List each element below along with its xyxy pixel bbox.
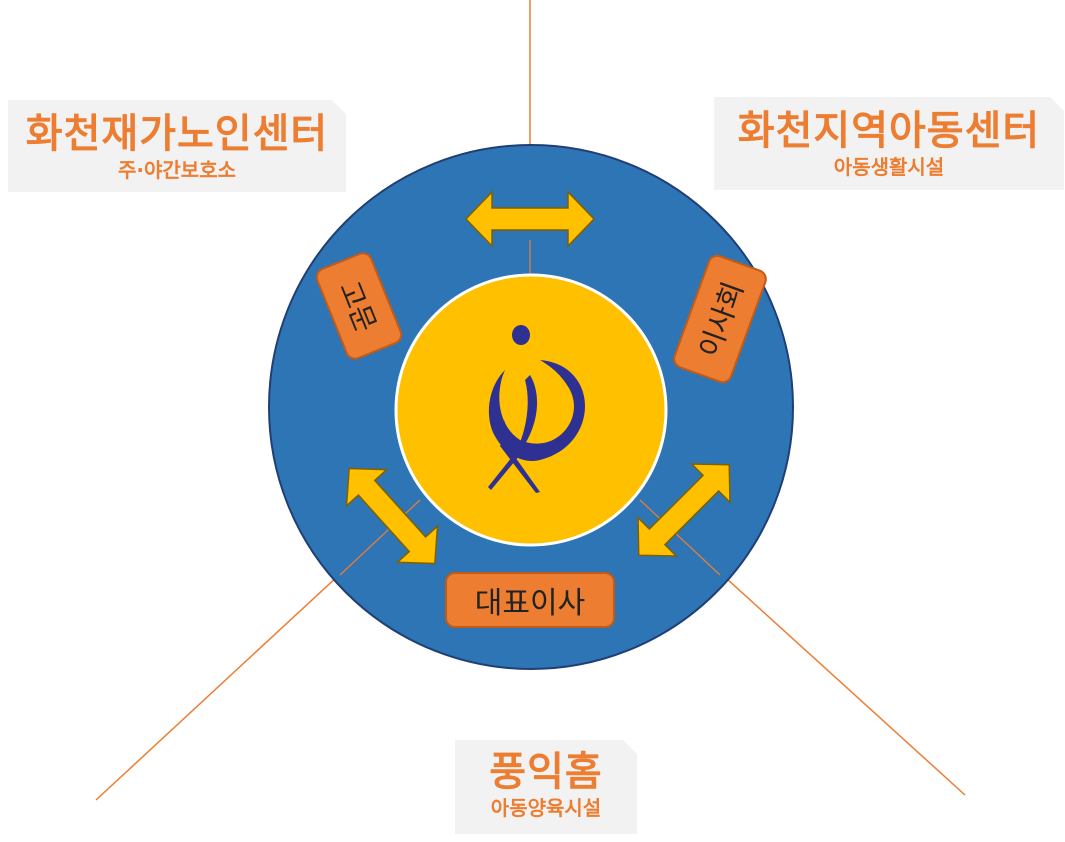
org-left-title: 화천재가노인센터 [25,111,329,157]
org-label-bottom: 풍익홈 아동양육시설 [455,740,637,834]
org-right-title: 화천지역아동센터 [737,108,1041,154]
connector-line-br-inner [639,499,721,576]
double-arrow-left-icon [345,467,439,565]
connector-line-bl-inner [339,499,421,576]
double-arrow-right-icon [637,463,731,557]
org-right-subtitle: 아동생활시설 [833,155,945,179]
role-ceo-label: 대표이사 [474,586,586,621]
org-left-subtitle: 주·야간보호소 [118,158,236,182]
person-swirl-logo-icon [488,325,585,493]
role-advisor-label: 고문 [332,276,383,337]
double-arrow-top-icon [464,190,596,248]
role-ceo-box: 대표이사 [445,572,615,628]
org-label-right: 화천지역아동센터 아동생활시설 [714,97,1064,190]
org-label-left: 화천재가노인센터 주·야간보호소 [8,100,346,192]
org-bottom-title: 풍익홈 [489,749,603,795]
org-bottom-subtitle: 아동양육시설 [490,796,602,820]
